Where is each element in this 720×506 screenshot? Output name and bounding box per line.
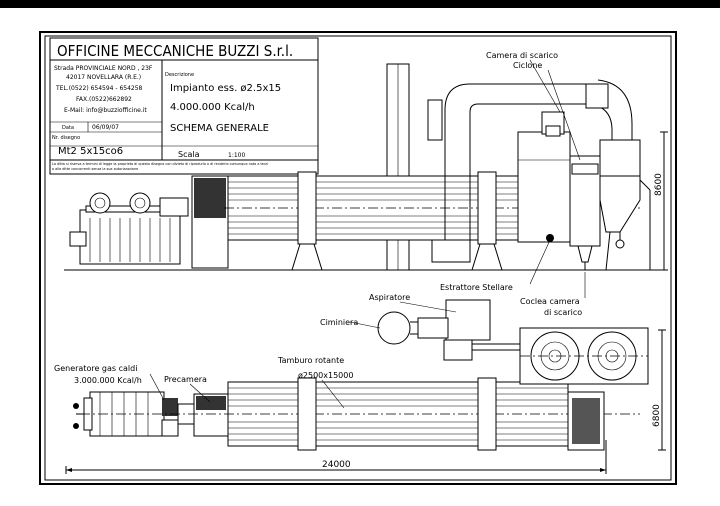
label-drum-dimension: ø2500x15000: [298, 371, 353, 380]
aspirator-plan: [445, 299, 491, 341]
label-screw-conveyor: Coclea camera: [520, 297, 580, 306]
address-line-2: 42017 NOVELLARA (R.E.): [66, 74, 141, 81]
email-address: E-Mail: info@buzziofficine.it: [64, 107, 147, 114]
title-block: [49, 37, 319, 175]
scale-value: 1:100: [228, 152, 245, 159]
label-star-extractor: Estrattore Stellare: [440, 283, 513, 292]
scale-label: Scala: [178, 150, 200, 159]
drum-ring-2: [477, 171, 497, 245]
address-line-1: Strada PROVINCIALE NORD , 23F: [54, 65, 153, 72]
sheet-outer-border: [39, 31, 677, 485]
drum-ring-1: [297, 171, 317, 245]
fax-number: FAX.(0522)662892: [76, 96, 132, 103]
burner-fan-left: [89, 192, 111, 214]
description-line-2: 4.000.000 Kcal/h: [170, 102, 255, 113]
phone-number: TEL.(0522) 654594 - 654258: [55, 85, 143, 92]
label-generator-power: 3.000.000 Kcal/h: [74, 376, 142, 385]
top-border-band: [0, 0, 720, 8]
description-label: Descrizione: [165, 72, 194, 78]
filter-hopper: [599, 175, 641, 233]
burner-fan-right: [129, 192, 151, 214]
drawing-number: Mt2 5x15co6: [58, 146, 123, 157]
label-aspirator: Aspiratore: [369, 293, 410, 302]
date-value: 06/09/07: [92, 124, 119, 131]
label-screw-conveyor-2: di scarico: [544, 308, 582, 317]
chimney-plan: [377, 311, 411, 345]
label-discharge-chamber: Camera di scarico: [486, 51, 558, 60]
height-plan-value: 6800: [652, 404, 662, 427]
description-line-1: Impianto ess. ø2.5x15: [170, 83, 281, 94]
plan-view: [73, 299, 649, 451]
label-precamera: Precamera: [164, 375, 207, 384]
label-generator: Generatore gas caldi: [54, 364, 137, 373]
legal-note-1: La ditta si riserva a termini di legge l…: [52, 162, 268, 166]
company-name: OFFICINE MECCANICHE BUZZI S.r.l.: [57, 42, 293, 60]
date-label: Data: [62, 125, 74, 131]
dimension-height-plan: [658, 329, 666, 451]
description-line-3: SCHEMA GENERALE: [170, 123, 269, 134]
label-cyclone: Ciclone: [513, 61, 542, 70]
side-elevation-view: [64, 63, 664, 271]
height-side-value: 8600: [654, 173, 664, 196]
legal-note-2: o alle ditte concorrenti senza la sua au…: [52, 167, 138, 171]
sheet-inner-border: [44, 35, 672, 481]
label-chimney: Ciminiera: [320, 318, 358, 327]
total-length-value: 24000: [322, 460, 351, 470]
discharge-chamber-side: [517, 131, 571, 243]
dimension-total-length: [65, 440, 607, 474]
label-rotating-drum: Tamburo rotante: [277, 356, 344, 365]
drawing-number-label: Nr. disegno: [52, 135, 80, 141]
dimension-height-side: [660, 131, 668, 271]
